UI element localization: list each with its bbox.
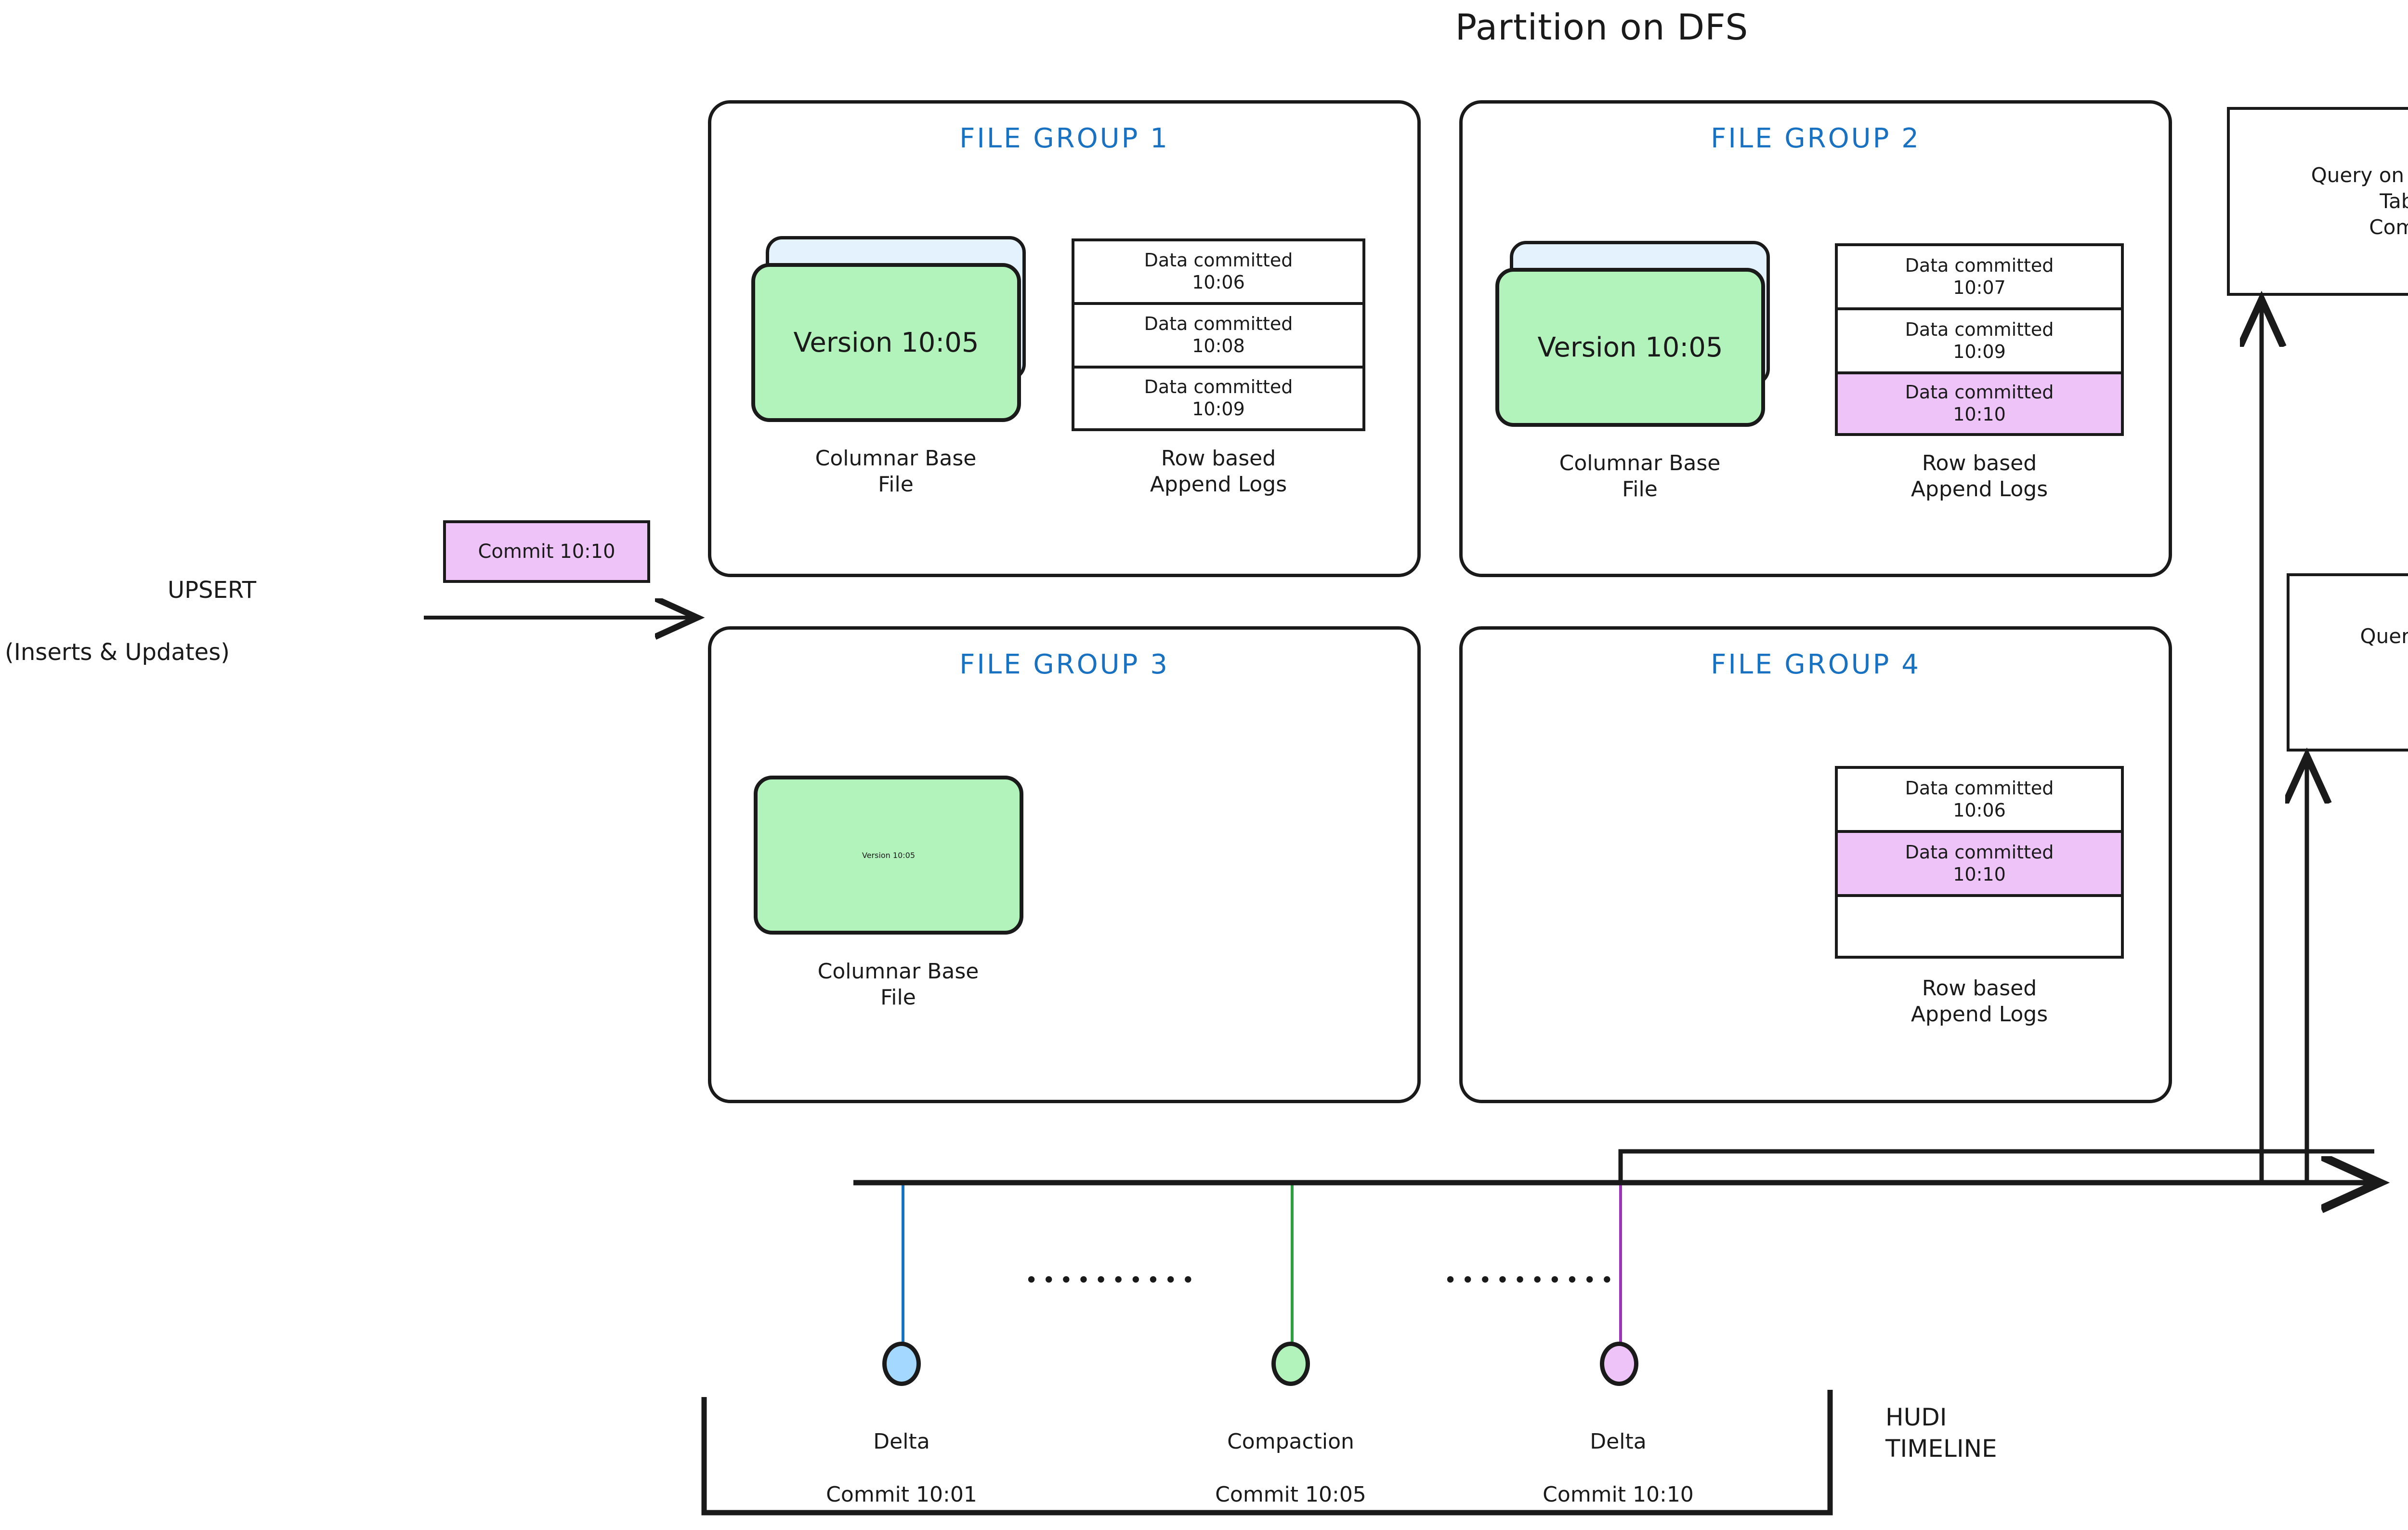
log-row-line1: Data committed xyxy=(1905,318,2054,340)
timeline-event-commit: Commit 10:01 xyxy=(826,1482,977,1507)
log-row-line1: Data committed xyxy=(1905,254,2054,276)
base-file-card: Version 10:05 xyxy=(751,263,1021,422)
log-row: Data committed 10:06 xyxy=(1074,241,1362,305)
log-row: Data committed 10:08 xyxy=(1074,305,1362,369)
page-title: Partition on DFS xyxy=(1455,7,1749,48)
file-group-3-title: FILE GROUP 3 xyxy=(959,649,1169,680)
log-row-line2: 10:09 xyxy=(1192,398,1245,420)
log-row-highlighted: Data committed 10:10 xyxy=(1838,833,2121,897)
log-row-line1: Data committed xyxy=(1905,841,2054,863)
file-group-4-log-caption: Row based Append Logs xyxy=(1911,976,2048,1027)
base-file-version-label: Version 10:05 xyxy=(862,850,916,860)
base-file-version-label: Version 10:05 xyxy=(1537,331,1723,363)
file-group-1-base-caption: Columnar Base File xyxy=(815,446,977,497)
log-row-line2: 10:06 xyxy=(1953,799,2006,821)
query-line-2: Table AFTER xyxy=(2360,649,2408,675)
timeline-dot-compaction-1005 xyxy=(1271,1342,1310,1386)
timeline-event-kind: Delta xyxy=(1590,1429,1647,1454)
base-file-card: Version 10:05 xyxy=(1495,268,1765,427)
upsert-label: UPSERT (Inserts & Updates) xyxy=(5,543,419,699)
file-group-2-base-file: Version 10:05 xyxy=(1495,241,1784,434)
timeline-stem-compaction-1005 xyxy=(1291,1181,1294,1345)
log-row-line1: Data committed xyxy=(1144,313,1293,335)
timeline-caption-delta-1001: Delta Commit 10:01 xyxy=(772,1402,1032,1530)
timeline-caption-delta-1010: Delta Commit 10:10 xyxy=(1479,1402,1758,1530)
file-group-3-base-file: Version 10:05 xyxy=(754,776,1043,944)
query-box-read-optimized: Query on Read Optimized Table AFTER Comm… xyxy=(2227,107,2408,296)
log-row-line2: 10:10 xyxy=(1953,404,2006,425)
log-row: Data committed 10:09 xyxy=(1838,310,2121,374)
commit-chip-badge: Commit 10:10 xyxy=(443,520,650,583)
log-row: Data committed 10:09 xyxy=(1074,369,1362,428)
query-line-1: Query on Near Real-Time xyxy=(2360,624,2408,648)
file-group-2-title: FILE GROUP 2 xyxy=(1711,123,1921,154)
upsert-line-2: (Inserts & Updates) xyxy=(5,639,230,666)
timeline-dot-delta-1010 xyxy=(1600,1342,1638,1386)
timeline-event-commit: Commit 10:10 xyxy=(1543,1482,1694,1507)
timeline-ellipsis-left: •••••••••• xyxy=(1025,1267,1199,1293)
log-row-line2: 10:09 xyxy=(1953,341,2006,362)
log-row: Data committed 10:07 xyxy=(1838,246,2121,310)
file-group-3-base-caption: Columnar Base File xyxy=(817,959,979,1010)
query-box-near-real-time: Query on Near Real-Time Table AFTER Comm… xyxy=(2287,573,2408,752)
log-row-empty xyxy=(1838,897,2121,956)
base-file-version-label: Version 10:05 xyxy=(793,327,979,358)
log-row-highlighted: Data committed 10:10 xyxy=(1838,374,2121,433)
log-row-line2: 10:07 xyxy=(1953,277,2006,298)
timeline-event-commit: Commit 10:05 xyxy=(1215,1482,1366,1507)
file-group-1-log-stack: Data committed 10:06 Data committed 10:0… xyxy=(1072,238,1365,431)
hudi-timeline-label: HUDI TIMELINE xyxy=(1885,1403,1997,1463)
timeline-caption-compaction-1005: Compaction Commit 10:05 xyxy=(1146,1402,1435,1530)
log-row-line1: Data committed xyxy=(1905,382,2054,403)
file-group-1-log-caption: Row based Append Logs xyxy=(1150,446,1287,497)
log-row-line1: Data committed xyxy=(1144,250,1293,271)
timeline-event-kind: Delta xyxy=(873,1429,930,1454)
timeline-dot-delta-1001 xyxy=(882,1342,921,1386)
upsert-line-1: UPSERT xyxy=(167,576,257,604)
log-row: Data committed 10:06 xyxy=(1838,769,2121,833)
timeline-stem-delta-1001 xyxy=(902,1183,904,1345)
file-group-1-base-file: Version 10:05 xyxy=(751,236,1040,429)
query-commit-label: Commit xyxy=(2369,215,2408,239)
base-file-card: Version 10:05 xyxy=(754,776,1023,935)
query-line-3: Commit 10:10 xyxy=(2360,675,2408,701)
file-group-2-log-caption: Row based Append Logs xyxy=(1911,451,2048,501)
file-group-4-title: FILE GROUP 4 xyxy=(1711,649,1921,680)
file-group-2-log-stack: Data committed 10:07 Data committed 10:0… xyxy=(1835,243,2124,436)
timeline-ellipsis-right: •••••••••• xyxy=(1444,1267,1618,1293)
log-row-line2: 10:08 xyxy=(1192,335,1245,356)
delta-1010-branch-connector xyxy=(1618,1149,2374,1183)
query-line-2: Table AFTER xyxy=(2380,189,2408,213)
file-group-1-title: FILE GROUP 1 xyxy=(959,123,1169,154)
timeline-event-kind: Compaction xyxy=(1227,1429,1354,1454)
file-group-4-log-stack: Data committed 10:06 Data committed 10:1… xyxy=(1835,766,2124,959)
query-line-3: Commit 10:10 xyxy=(2311,214,2408,240)
file-group-2-base-caption: Columnar Base File xyxy=(1559,451,1721,501)
log-row-line1: Data committed xyxy=(1144,376,1293,398)
log-row-line2: 10:06 xyxy=(1192,272,1245,293)
log-row-line2: 10:10 xyxy=(1953,863,2006,885)
log-row-line1: Data committed xyxy=(1905,777,2054,799)
timeline-stem-delta-1010 xyxy=(1619,1183,1622,1345)
query-line-1: Query on Read Optimized xyxy=(2311,163,2408,187)
